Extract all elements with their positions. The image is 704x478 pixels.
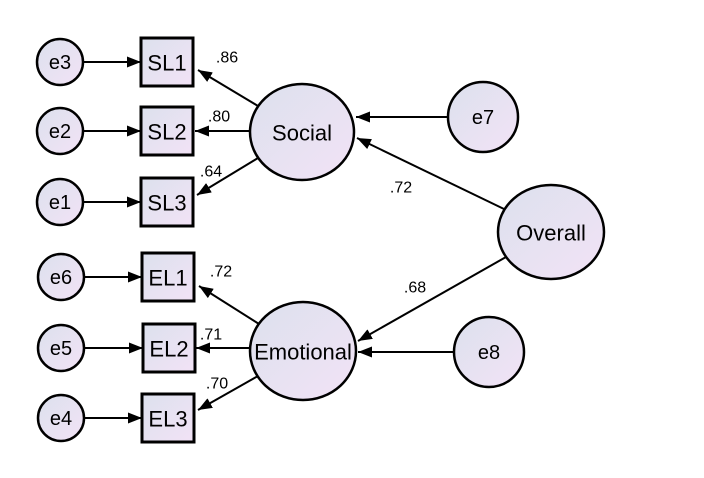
observed-label-sl2: SL2 bbox=[147, 120, 186, 145]
node-el2: EL2 bbox=[141, 322, 197, 374]
arrow-social-sl1 bbox=[197, 69, 259, 107]
error-circle-e2 bbox=[35, 106, 85, 156]
node-social: Social bbox=[248, 82, 356, 182]
coefficient-social-sl1: .86 bbox=[216, 50, 238, 67]
observed-label-el2: EL2 bbox=[149, 337, 188, 362]
observed-rect-el2 bbox=[141, 322, 197, 374]
error-label-e7: e7 bbox=[472, 107, 494, 129]
node-e1: e1 bbox=[35, 177, 85, 227]
arrow-emotional-el1 bbox=[198, 285, 260, 325]
error-circle-e3 bbox=[35, 37, 85, 87]
coefficient-emotional-el3: .70 bbox=[206, 376, 228, 393]
error-circle-e5 bbox=[36, 323, 86, 373]
error-circle-e7 bbox=[446, 80, 520, 154]
node-e7: e7 bbox=[446, 80, 520, 154]
weighted-arrows bbox=[195, 69, 507, 411]
observed-rect-el1 bbox=[140, 251, 196, 303]
coefficient-labels: .86 .80 .64 .72 .71 .70 .72 .68 bbox=[200, 50, 426, 393]
node-e4: e4 bbox=[36, 393, 86, 443]
arrow-overall-social bbox=[356, 137, 505, 210]
observed-rect-sl1 bbox=[139, 36, 195, 88]
observed-label-el1: EL1 bbox=[148, 266, 187, 291]
coefficient-social-sl2: .80 bbox=[208, 109, 230, 126]
node-sl1: SL1 bbox=[139, 36, 195, 88]
observed-rect-el3 bbox=[140, 392, 196, 444]
observed-label-sl1: SL1 bbox=[147, 51, 186, 76]
error-label-e6: e6 bbox=[50, 267, 72, 289]
error-label-e1: e1 bbox=[49, 192, 71, 214]
node-e5: e5 bbox=[36, 323, 86, 373]
node-sl3: SL3 bbox=[139, 176, 195, 228]
latent-ellipse-emotional bbox=[248, 300, 358, 402]
arrow-social-sl3 bbox=[196, 157, 259, 196]
latent-ellipse-social bbox=[248, 82, 356, 182]
latent-label-emotional: Emotional bbox=[254, 340, 352, 365]
observed-rect-sl3 bbox=[139, 176, 195, 228]
coefficient-social-sl3: .64 bbox=[200, 164, 222, 181]
coefficient-emotional-el1: .72 bbox=[210, 264, 232, 281]
node-e8: e8 bbox=[452, 315, 526, 389]
node-sl2: SL2 bbox=[139, 105, 195, 157]
arrow-overall-emotional bbox=[357, 256, 507, 342]
error-label-e5: e5 bbox=[50, 338, 72, 360]
error-circle-e6 bbox=[36, 252, 86, 302]
error-label-e8: e8 bbox=[478, 342, 500, 364]
error-circle-e4 bbox=[36, 393, 86, 443]
observed-rect-sl2 bbox=[139, 105, 195, 157]
latent-ellipse-overall bbox=[496, 183, 606, 281]
node-el3: EL3 bbox=[140, 392, 196, 444]
error-label-e2: e2 bbox=[49, 121, 71, 143]
observed-label-sl3: SL3 bbox=[147, 191, 186, 216]
observed-label-el3: EL3 bbox=[148, 407, 187, 432]
node-emotional: Emotional bbox=[248, 300, 358, 402]
node-overall: Overall bbox=[496, 183, 606, 281]
arrow-emotional-el3 bbox=[197, 375, 259, 411]
node-e2: e2 bbox=[35, 106, 85, 156]
error-arrows bbox=[83, 56, 454, 424]
error-label-e4: e4 bbox=[50, 408, 72, 430]
error-circle-e8 bbox=[452, 315, 526, 389]
coefficient-overall-social: .72 bbox=[390, 180, 412, 197]
latent-label-overall: Overall bbox=[516, 221, 586, 246]
node-e6: e6 bbox=[36, 252, 86, 302]
latent-label-social: Social bbox=[272, 121, 332, 146]
node-e3: e3 bbox=[35, 37, 85, 87]
node-el1: EL1 bbox=[140, 251, 196, 303]
coefficient-overall-emotional: .68 bbox=[404, 280, 426, 297]
coefficient-emotional-el2: .71 bbox=[200, 327, 222, 344]
error-circle-e1 bbox=[35, 177, 85, 227]
error-label-e3: e3 bbox=[49, 52, 71, 74]
